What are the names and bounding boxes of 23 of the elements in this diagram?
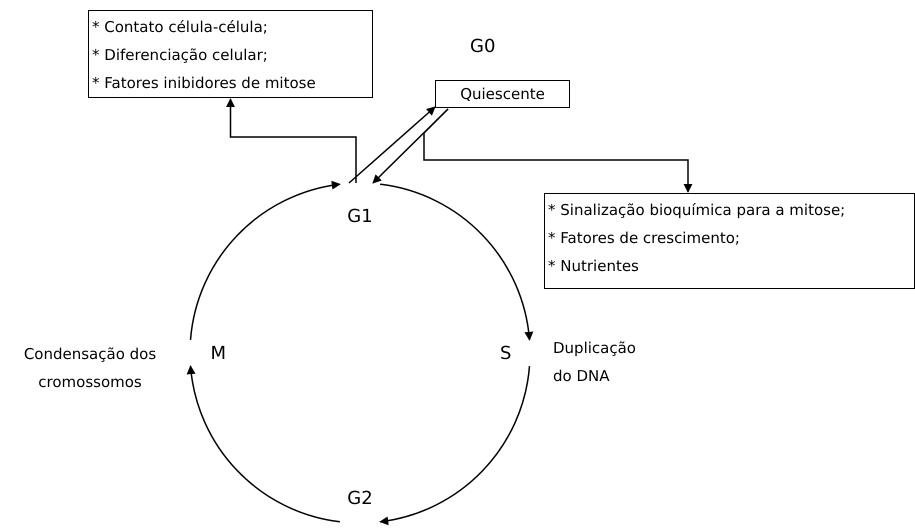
cycle-arc-arrow (190, 181, 341, 340)
note-box (544, 193, 915, 289)
cycle-arc-arrow (379, 366, 530, 525)
phase-label: S (500, 340, 530, 366)
list-item: * Contato célula-célula; (92, 17, 269, 38)
list-item: * Sinalização bioquímica para a mitose; (548, 200, 846, 221)
note-box (88, 10, 373, 98)
cycle-arc-arrow (380, 183, 533, 341)
list-item: * Diferenciação celular; (92, 45, 269, 66)
list-item: * Fatores de crescimento; (548, 228, 741, 249)
arrow (348, 106, 436, 184)
annotation-text: Condensação dos cromossomos (22, 344, 158, 393)
phase-label: G1 (340, 183, 380, 227)
annotation-text: Duplicação do DNA (553, 338, 637, 387)
list-item: * Fatores inibidores de mitose (92, 73, 317, 94)
cycle-arc-arrow (187, 365, 340, 523)
arrow (423, 108, 692, 193)
phase-label: G2 (340, 488, 380, 524)
arrow (226, 98, 357, 183)
list-item: * Nutrientes (548, 256, 640, 277)
state-label: G0 (470, 36, 496, 57)
state-box: Quiescente (435, 80, 570, 108)
phase-label: M (190, 340, 226, 366)
